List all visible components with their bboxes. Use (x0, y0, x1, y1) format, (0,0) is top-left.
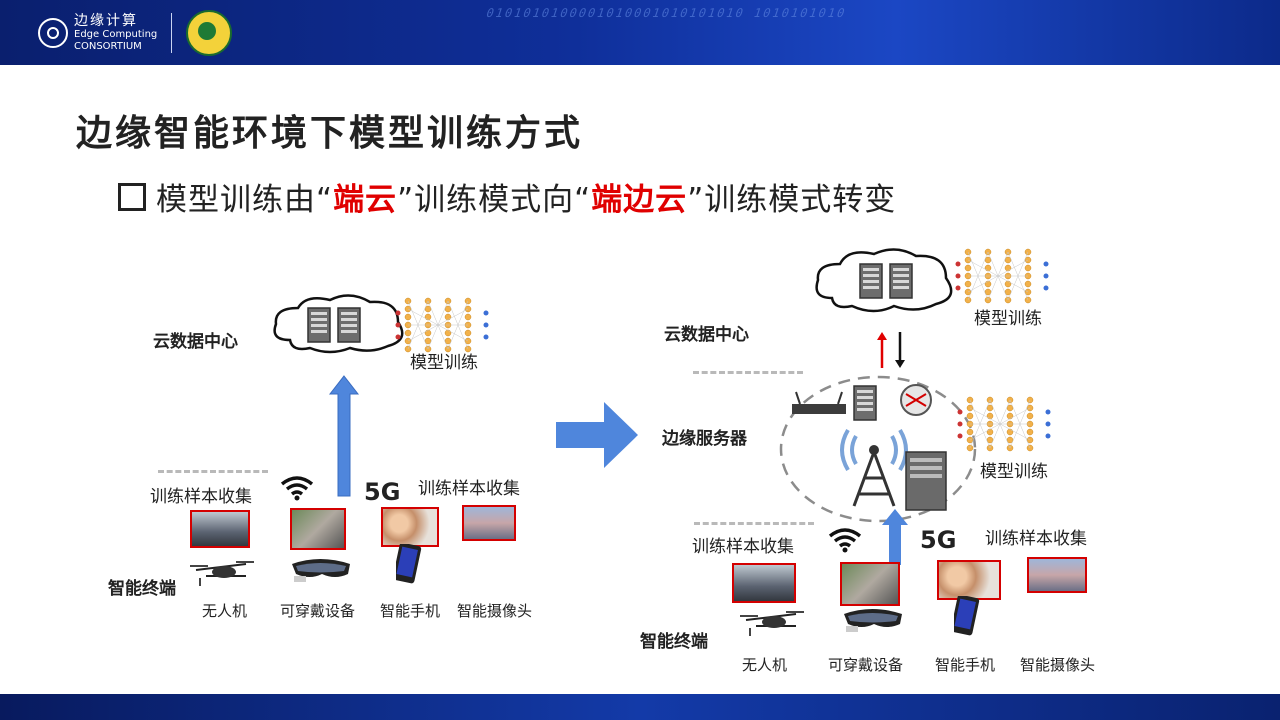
black-down-arrow (895, 332, 905, 368)
sample-image-people (937, 560, 1001, 600)
sample-image-traffic (190, 510, 250, 548)
sample-image-crowd (462, 505, 516, 541)
smartphone-icon (954, 596, 980, 636)
bullet-point: 模型训练由“端云”训练模式向“端边云”训练模式转变 (118, 174, 896, 219)
antenna-tower-icon (840, 428, 908, 507)
right-cloud-label: 云数据中心 (664, 325, 749, 345)
left-up-arrow (328, 375, 360, 497)
bullet-red-1: 端云 (333, 182, 398, 218)
sample-image-street (840, 562, 900, 606)
right-cloud-model-label: 模型训练 (974, 309, 1042, 329)
server-icon (859, 263, 883, 299)
logo-en2: CONSORTIUM (74, 41, 142, 52)
binary-decoration: 0101010100001010001010101010 10101010100… (484, 6, 849, 20)
bullet-red-2: 端边云 (591, 182, 688, 218)
logo-en1: Edge Computing (74, 29, 158, 40)
bullet-mid: ”训练模式向“ (397, 182, 592, 218)
left-device-drone: 无人机 (202, 602, 248, 620)
5g-icon: 5G (920, 526, 957, 554)
right-divider-top (693, 371, 803, 374)
university-seal-icon (186, 10, 233, 56)
sample-image-traffic (732, 563, 796, 603)
left-device-phone: 智能手机 (380, 602, 441, 620)
drone-icon (189, 561, 255, 587)
left-cloud-datacenter (273, 294, 489, 354)
edge-server-zone (779, 375, 977, 523)
right-collect-label-2: 训练样本收集 (985, 529, 1087, 549)
left-model-label: 模型训练 (410, 353, 478, 373)
bullet-post: ”训练模式转变 (687, 182, 897, 218)
right-cloud-icon (815, 248, 953, 313)
bullet-pre: 模型训练由“ (156, 182, 334, 218)
right-device-camera: 智能摄像头 (1020, 656, 1096, 674)
sample-image-crowd (1027, 557, 1087, 593)
right-collect-label-1: 训练样本收集 (692, 537, 794, 557)
right-device-wearable: 可穿戴设备 (828, 656, 904, 674)
bottom-banner (0, 694, 1280, 720)
logo-cn: 边缘计算 (74, 13, 138, 29)
neural-network-icon (955, 248, 1049, 304)
tower-server-icon (905, 451, 947, 511)
right-device-phone: 智能手机 (935, 656, 996, 674)
edge-server-label: 边缘服务器 (662, 429, 747, 449)
logo-divider (171, 13, 173, 53)
smart-glasses-icon (844, 609, 902, 632)
server-icon (889, 263, 913, 299)
server-icon (337, 307, 361, 343)
left-collect-label-2: 训练样本收集 (418, 479, 520, 499)
right-divider-bottom (694, 522, 814, 525)
sample-image-street (290, 508, 346, 550)
right-cloud-datacenter (815, 248, 1049, 313)
network-router-icon (900, 384, 932, 416)
router-icon (792, 391, 846, 414)
right-up-arrow (882, 509, 908, 565)
smart-glasses-icon (292, 559, 350, 582)
gear-icon (38, 18, 68, 48)
left-divider (158, 470, 268, 473)
server-icon (853, 385, 877, 421)
checkbox-bullet-icon (118, 183, 146, 211)
consortium-logo-text: 边缘计算 Edge Computing CONSORTIUM (74, 13, 157, 53)
right-terminal-label: 智能终端 (640, 632, 708, 652)
sample-image-people (381, 507, 439, 547)
transition-arrow (556, 402, 638, 468)
left-collect-label-1: 训练样本收集 (150, 487, 252, 507)
5g-icon: 5G (364, 478, 401, 506)
left-device-wearable: 可穿戴设备 (280, 602, 356, 620)
left-terminal-label: 智能终端 (108, 579, 176, 599)
slide-title: 边缘智能环境下模型训练方式 (76, 113, 584, 154)
server-icon (307, 307, 331, 343)
left-cloud-label: 云数据中心 (153, 332, 238, 352)
right-device-drone: 无人机 (742, 656, 788, 674)
smartphone-icon (396, 544, 422, 584)
neural-network-icon (395, 297, 489, 353)
wifi-icon (280, 476, 314, 502)
logo-group: 边缘计算 Edge Computing CONSORTIUM (38, 10, 233, 56)
top-banner: 0101010100001010001010101010 10101010100… (0, 0, 1280, 65)
drone-icon (739, 611, 805, 637)
edge-neural-network-icon (957, 396, 1051, 452)
left-device-camera: 智能摄像头 (457, 602, 533, 620)
wifi-icon (828, 528, 862, 554)
cloud-edge-arrows (877, 332, 905, 368)
red-up-arrow (877, 332, 887, 368)
right-edge-model-label: 模型训练 (980, 462, 1048, 482)
